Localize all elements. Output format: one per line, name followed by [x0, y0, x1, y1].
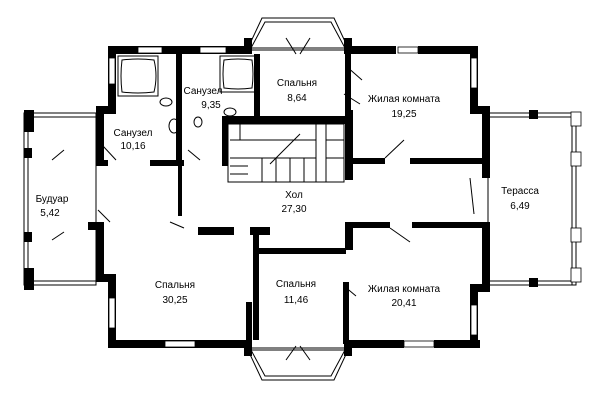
room-label-living-top: Жилая комната 19,25: [368, 94, 441, 120]
room-label-terrace: Терасса 6,49: [501, 186, 539, 212]
room-label-hall: Хол 27,30: [281, 190, 306, 215]
room-area: 10,16: [120, 141, 145, 152]
room-area: 9,35: [201, 100, 221, 111]
top-bay-window: [246, 17, 350, 51]
windows: [108, 46, 478, 348]
terrace-structure: [487, 110, 582, 287]
bathtub-mid: [219, 55, 257, 93]
interior-walls: [96, 54, 482, 344]
room-name: Спальня: [277, 78, 317, 89]
room-name: Терасса: [501, 186, 539, 197]
room-name: Жилая комната: [368, 284, 441, 295]
sanitary-fixtures: [159, 97, 237, 134]
room-name: Спальня: [155, 280, 195, 291]
room-label-bedroom-big: Спальня 30,25: [155, 280, 195, 306]
room-label-boudoir: Будуар 5,42: [36, 194, 69, 219]
room-name: Санузел: [184, 86, 223, 97]
room-area: 30,25: [162, 295, 187, 306]
room-label-bedroom-bottom: Спальня 11,46: [276, 279, 316, 306]
room-label-bedroom-top: Спальня 8,64: [277, 78, 317, 104]
room-area: 20,41: [391, 298, 416, 309]
bathtub-left: [117, 55, 159, 97]
room-label-sanuzel-left: Санузел 10,16: [114, 128, 153, 152]
room-name: Санузел: [114, 128, 153, 139]
room-area: 8,64: [287, 93, 307, 104]
room-name: Спальня: [276, 279, 316, 290]
room-area: 11,46: [284, 295, 309, 306]
room-label-living-bottom: Жилая комната 20,41: [368, 284, 441, 309]
room-area: 5,42: [40, 208, 60, 219]
room-name: Жилая комната: [368, 94, 441, 105]
room-area: 6,49: [510, 201, 530, 212]
boudoir-structure: [23, 110, 97, 290]
bottom-bay-window: [246, 347, 350, 381]
room-name: Хол: [285, 190, 303, 201]
room-area: 19,25: [391, 109, 416, 120]
doors: [51, 37, 475, 361]
room-name: Будуар: [36, 194, 69, 205]
room-area: 27,30: [281, 204, 306, 215]
staircase: [227, 123, 345, 183]
room-label-sanuzel-mid: Санузел 9,35: [184, 86, 223, 111]
